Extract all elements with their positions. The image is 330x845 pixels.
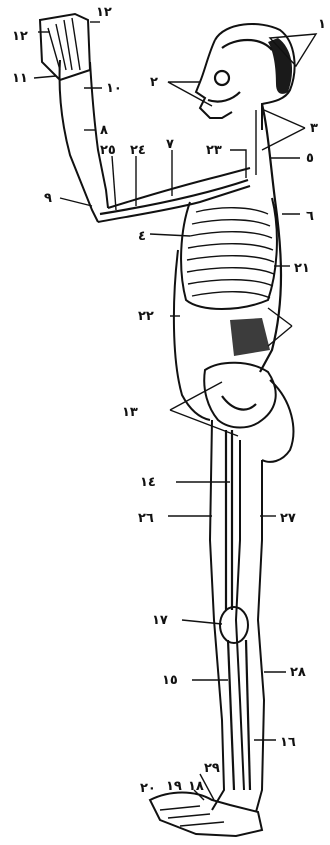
label-22: ٢٢ (138, 309, 154, 324)
label-27: ٢٧ (280, 511, 296, 526)
label-21: ٢١ (294, 261, 310, 276)
label-23: ٢٣ (206, 143, 222, 158)
label-12b: ١٢ (96, 5, 112, 20)
labels: ١ ٢ ٣ ٥ ٦ ٢١ ٢٣ ٧ ٢٤ ٢٥ ٨ ٩ ٤ ١٠ ١١ ١٢ ١… (12, 5, 326, 796)
label-28: ٢٨ (290, 665, 306, 680)
label-9: ٩ (44, 191, 52, 206)
label-13: ١٣ (122, 405, 138, 420)
label-5: ٥ (306, 151, 314, 166)
label-19: ١٩ (166, 779, 182, 794)
label-4: ٤ (138, 229, 146, 244)
label-3: ٣ (310, 121, 318, 136)
label-10: ١٠ (106, 81, 122, 96)
label-14: ١٤ (140, 475, 156, 490)
label-2: ٢ (150, 75, 158, 90)
label-24: ٢٤ (130, 143, 146, 158)
label-20: ٢٠ (140, 781, 156, 796)
label-12a: ١٢ (12, 29, 28, 44)
label-15: ١٥ (162, 673, 178, 688)
label-25: ٢٥ (100, 143, 116, 158)
label-8: ٨ (100, 123, 108, 138)
label-26: ٢٦ (138, 511, 154, 526)
label-18: ١٨ (188, 779, 204, 794)
label-16: ١٦ (280, 735, 296, 750)
label-17: ١٧ (152, 613, 168, 628)
label-6: ٦ (306, 209, 314, 224)
label-29: ٢٩ (204, 761, 220, 776)
label-11: ١١ (12, 71, 28, 86)
label-7: ٧ (166, 137, 174, 152)
label-1: ١ (318, 17, 326, 32)
